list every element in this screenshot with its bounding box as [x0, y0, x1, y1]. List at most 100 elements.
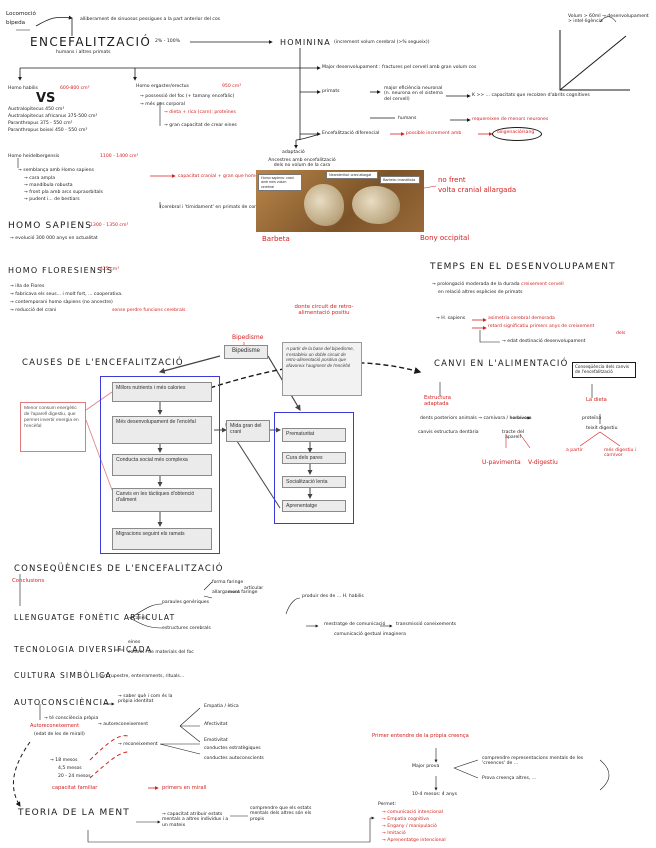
conseq-llenguatge: Llenguatge fonètic articulat: [14, 613, 176, 622]
conseq-r-list-2: comprendre representacions mentals de le…: [482, 756, 584, 767]
australo-list-3: Paranthropus 375 - 550 cm³: [8, 121, 73, 126]
heidel-item-2: → cara ampla: [24, 176, 56, 181]
cause-box-tactiques: Canvis en les tàctiques d'obtenció d'ali…: [112, 488, 212, 512]
canvi-line-b2: tracte del aparell: [501, 430, 525, 441]
retroalimentacio-note: A partir de la base del bipedisme, s'est…: [282, 342, 362, 396]
bipeda-title: bípeda: [6, 20, 26, 26]
right-cycle-frame: [274, 412, 354, 524]
flores-red: sense perdre funcions cerebrals: [112, 308, 186, 313]
cause-box-encefal: Més desenvolupament de l'encèfal: [112, 416, 212, 444]
right-primats-cap: K >> ... capacitats que recolzen d'abrit…: [472, 93, 590, 98]
conseq-l1-f: estructures cerebrals: [162, 626, 211, 631]
energy-note-box: Menor consum energètic de l'aparell dige…: [20, 402, 86, 452]
ergaster-item-1: → possessió del foc (+ tamany encefàlic): [140, 94, 235, 99]
adaptacio-label: adaptació: [282, 150, 305, 155]
habilis-title: Homo habilis: [8, 86, 38, 91]
encef-sub: humans i altres primats: [56, 50, 111, 55]
flores-item-3: → contemporani homo sàpiens (no ancestre…: [10, 300, 113, 305]
temps-line-1-text: → prolongació moderada de la durada: [432, 282, 522, 287]
left-cycle-frame: [100, 376, 220, 554]
heidel-val: 1100 - 1400 cm³: [100, 154, 139, 159]
sapiens-title: Homo sapiens: [8, 221, 93, 231]
conseq-red-auto-sub: (edat de les de mirall): [34, 732, 85, 737]
conseq-r-list-4: 10-4 mesos: 4 anys: [412, 792, 458, 797]
temps-title: Temps en el desenvolupament: [430, 262, 616, 272]
conseq-l2-note-2: control i de materials del foc: [128, 650, 194, 655]
red-note-volta: volta cranial allargada: [438, 186, 517, 194]
cause-box-aprenentatge: Aprenentatge: [282, 500, 346, 512]
red-note-front: no frent: [438, 176, 466, 184]
canvi-red-estructura: Estructura adaptada: [424, 395, 451, 407]
photo-callout-2: Neanderthal: crani allargat: [326, 171, 378, 180]
temps-red-1: asimetria cerebral demorada: [488, 316, 555, 321]
temps-line-1: → prolongació moderada de la durada crei…: [432, 282, 564, 287]
cause-box-cura: Cura dels pares: [282, 452, 346, 464]
sapiens-skull-image: [304, 184, 344, 226]
conseq-title: Conseqüències de l'encefalització: [14, 564, 224, 574]
flores-item-2: → fabricava els seus... i molt fort, ...…: [10, 292, 123, 297]
right-encef-diff: Encefalització diferencial: [322, 131, 380, 136]
conseq-red-auto: Autoreconeixement: [30, 723, 80, 729]
permet-item-1: → comunicació intencional: [382, 810, 443, 815]
conseq-l3-note: : art rupestre, enterraments, rituals...: [98, 674, 185, 679]
causes-red-note: donte circuit de retro-alimentació posit…: [294, 304, 354, 317]
conseq-l1-b2: allargament faringe: [212, 590, 258, 595]
conseq-l1-c: articular: [244, 586, 264, 591]
conseq-l1-b1: forma faringe: [212, 580, 244, 585]
ergaster-val: 950 cm³: [222, 84, 242, 89]
conseq-r-list-1: Major prova: [412, 764, 440, 769]
flores-item-1: → illa de Flores: [10, 284, 45, 289]
bony-caption: Bony occipital: [420, 234, 470, 242]
circled-term: oxigenació/sang: [497, 130, 535, 135]
cause-box-migracions: Migracions seguint els ramats: [112, 528, 212, 550]
right-humans-red: requereixen de menors neurones: [472, 117, 549, 122]
canvi-v-red: V-digestiu: [528, 459, 558, 466]
conseq-l4-note: → saber què i com és la pròpia identitat: [118, 694, 173, 705]
locomocio-title: Locomoció: [6, 11, 36, 17]
permet-item-3: → Engany / manipulació: [382, 824, 437, 829]
ergaster-item-2: → més pes corporal: [140, 102, 185, 107]
heidel-red-note: capacitat cranial + gran que homo: [178, 174, 259, 179]
heidel-title: Homo heidelbergensis: [8, 154, 60, 159]
temps-red-2: retard significatiu primers anys de crei…: [488, 324, 595, 329]
right-line-1: Major desenvolupament : fractures pel ce…: [322, 65, 477, 70]
homininia-note: (increment volum cerebral (>% segueix)): [334, 40, 430, 45]
temps-small: → edat destinació desenvolupament: [502, 339, 586, 344]
graph-label: Volum > 60ml → desenvolupament > intel·l…: [568, 14, 649, 25]
canvi-teixit: teixit digestiu: [586, 426, 618, 431]
conseq-l4-list-3: → reconeixement: [118, 742, 158, 747]
canvi-red-dieta: La dieta: [586, 397, 607, 403]
sapiens-note: → evolució 300 000 anys en actualitat: [10, 236, 98, 241]
conseq-l4-right-2: Afectivitat: [204, 722, 228, 727]
neanderthal-skull-image: [352, 186, 400, 224]
conseq-red-cap2: primers en mirall: [162, 785, 207, 791]
canvi-line-a: dents posteriors animals → carnívora / h…: [420, 416, 532, 421]
encefalitzacio-title: Encefalització: [30, 35, 152, 49]
bipedisme-box: Bipedisme: [224, 345, 268, 359]
bipedisme-red-label: Bipedisme: [232, 334, 264, 341]
conseq-l4-bottom-2: conductes autoconscients: [204, 756, 264, 761]
canvi-proteina: proteïna: [582, 416, 602, 421]
conseq-l1-d: produir des de ... H. habilis: [302, 594, 364, 599]
heidel-item-5: → pudent i... de bestiars: [24, 197, 80, 202]
ergaster-item-3: → dieta + rica (carn): proteïnes: [164, 110, 236, 115]
flores-item-4: → reducció del crani: [10, 308, 57, 313]
heidel-extra: (cerebral i 'tímidament' en primats de c…: [160, 205, 271, 210]
australo-list-2: Australopitecus africanus 375-500 cm³: [8, 114, 98, 119]
barbeta-caption: Barbeta: [262, 235, 290, 243]
photo-callout-3: Barbeta i mandíbula: [380, 176, 420, 185]
conseq-tecnologia: Tecnologia diversificada: [14, 645, 152, 654]
causes-title: Causes de l'encefalització: [22, 358, 184, 368]
temps-sapiens: → H. sapiens: [436, 316, 466, 321]
canvi-r2: més digestiu i carnívor: [604, 448, 637, 459]
permet-item-2: → Empatia cognitiva: [382, 817, 429, 822]
sapiens-val: 1300 - 1350 cm³: [90, 223, 129, 228]
ancestors-note: Ancestres amb encefalització dels no vol…: [268, 158, 336, 169]
cause-box-conducta: Conducta social més complexa: [112, 454, 212, 476]
encef-range: 2% - 100%: [155, 39, 180, 44]
heidel-item-4: → front pla amb arcs supraorbitals: [24, 190, 103, 195]
conseq-age-1: → 18 mesos: [50, 758, 78, 763]
habilis-val: 600-800 cm³: [60, 86, 90, 91]
australo-list-4: Paranthropus boisei 450 - 550 cm³: [8, 128, 88, 133]
cause-box-crani: Mida gran del crani: [226, 420, 270, 442]
